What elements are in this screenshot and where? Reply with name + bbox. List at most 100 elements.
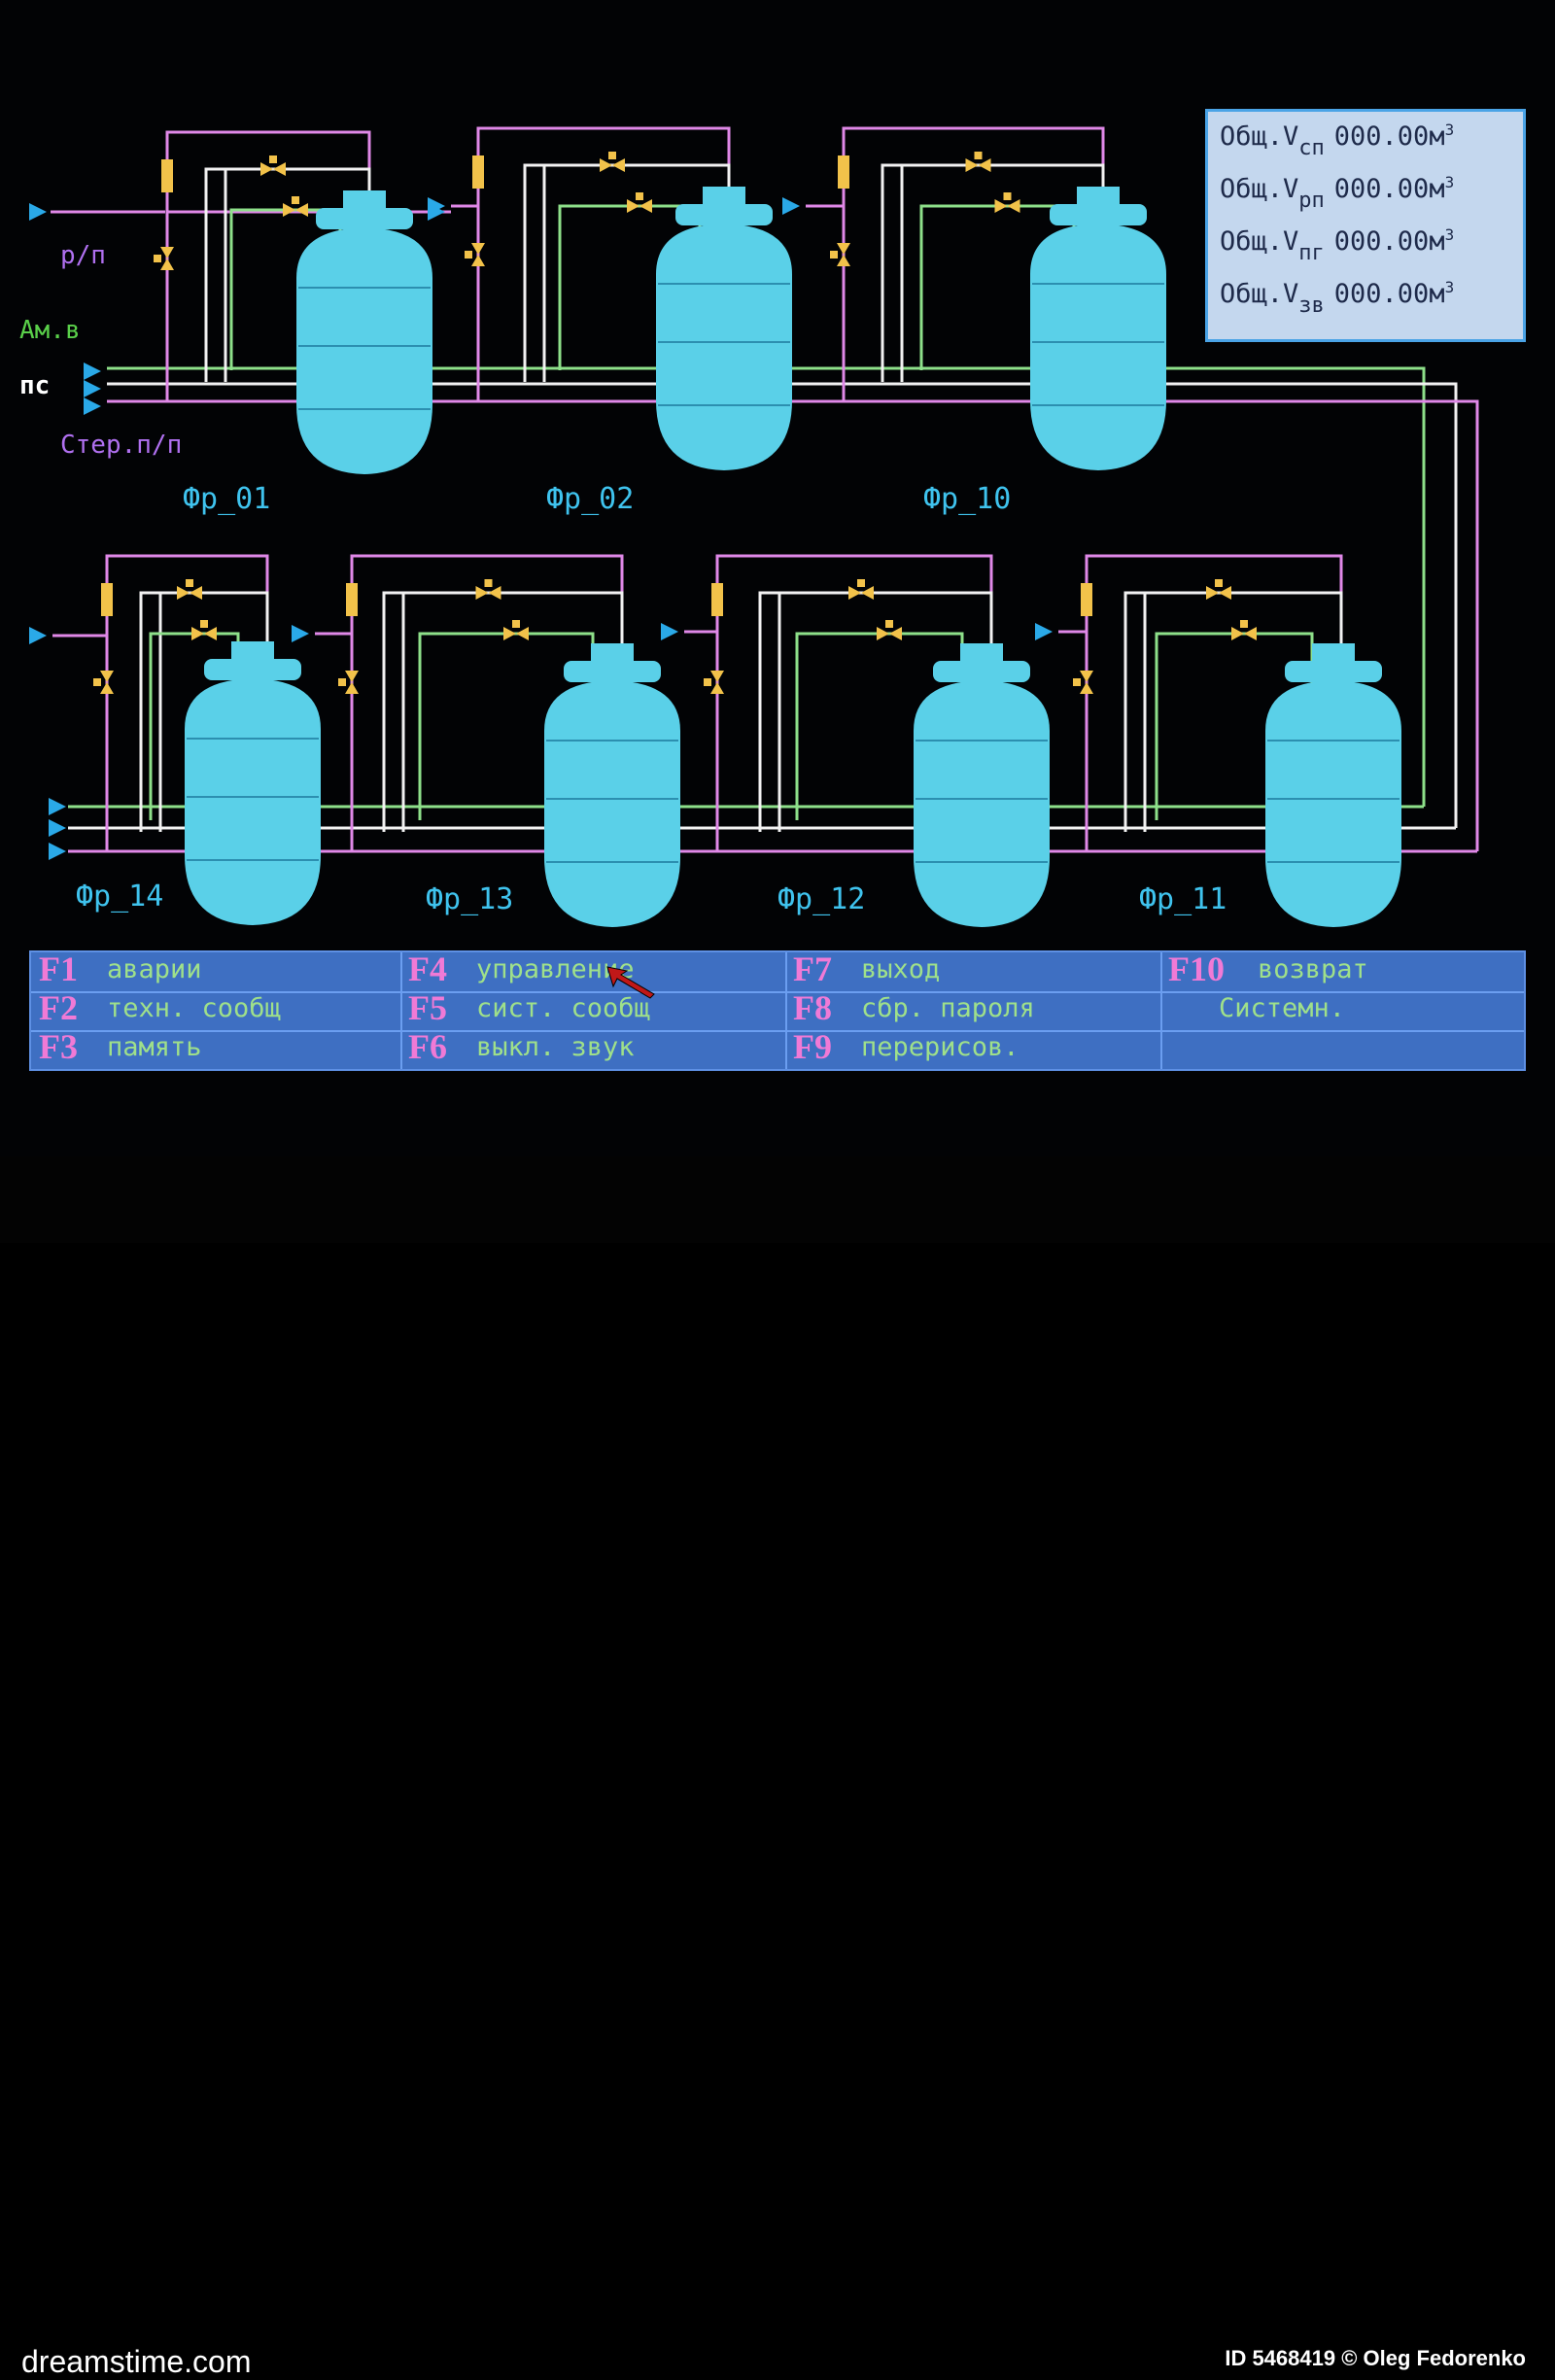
watermark-logo: dreamstime.com [21,2344,252,2379]
flowmeter-icon [346,583,358,616]
fkey-label: выкл. звук [476,1032,635,1062]
summary-sub: пг [1298,241,1325,265]
pipe-white [1123,591,1343,832]
fermenter-label[interactable]: Фр_13 [426,882,514,916]
flowmeter-icon [161,159,173,192]
fkey-control[interactable]: F4 управление [404,949,783,989]
inlet-arrow-icon [428,197,445,215]
fkey-alarms[interactable]: F1 аварии [35,949,398,989]
inlet-arrow-icon [84,362,101,380]
valve-actuator [292,196,299,204]
fkey-redraw[interactable]: F9 перерисов. [789,1027,1158,1067]
summary-name: Общ.V [1220,226,1299,257]
fkey-system[interactable]: Системн. [1164,991,1522,1028]
flowmeter-icon [101,583,113,616]
fermenter-label[interactable]: Фр_14 [76,880,164,914]
valve-icon [191,627,217,640]
pipe-white [139,591,269,832]
valve-actuator [704,678,711,686]
mouse-cursor-icon [606,966,655,999]
flowmeter-icon [1081,583,1092,616]
valve-actuator [1003,192,1012,200]
divider [1160,952,1162,1069]
summary-value: 000.00м [1333,174,1445,204]
summary-unit-exp: 3 [1444,278,1455,296]
inlet-arrow-icon [292,625,309,642]
valve-actuator [465,251,472,259]
fkey-label: аварии [107,954,202,984]
fkey-reset-password[interactable]: F8 сбр. пароля [789,988,1158,1028]
valve-actuator [93,678,101,686]
summary-unit-exp: 3 [1444,225,1455,244]
valve-icon [177,586,202,600]
valve-icon [283,203,308,217]
fkey-label: сист. сообщ [476,993,650,1023]
fkey-tech-messages[interactable]: F2 техн. сообщ [35,988,398,1028]
tank-neck [703,187,745,204]
valve-actuator [1215,579,1223,587]
valve-icon [965,158,991,172]
fkey-code: F6 [408,1027,447,1066]
divider [31,991,1524,993]
valve-actuator [269,155,277,163]
fkey-sound-off[interactable]: F6 выкл. звук [404,1027,783,1067]
summary-value: 000.00м [1333,279,1445,309]
valve-actuator [885,620,893,628]
inlet-arrow-icon [49,843,66,860]
scada-screen: р/п Ам.в пс Стер.п/п Фр_01 Фр_02 Фр_10 Ф… [0,0,1555,1156]
fkey-code: F8 [793,988,832,1027]
divider [31,1030,1524,1032]
valve-actuator [484,579,493,587]
fkey-code: F3 [39,1027,78,1066]
valve-actuator [636,192,643,200]
fermenter-label[interactable]: Фр_11 [1139,882,1227,916]
valve-icon [503,627,529,640]
summary-name: Общ.V [1220,121,1299,152]
summary-sub: сп [1298,136,1325,160]
valve-icon [1206,586,1231,600]
valve-actuator [830,251,838,259]
valve-icon [345,671,359,694]
fermenter-label[interactable]: Фр_10 [923,482,1012,516]
fermenter-tank [1030,224,1166,470]
fkey-system-messages[interactable]: F5 сист. сообщ [404,988,783,1028]
fkey-memory[interactable]: F3 память [35,1027,398,1067]
inlet-arrow-icon [29,627,47,644]
fkey-return[interactable]: F10 возврат [1164,949,1522,989]
fermenter-label[interactable]: Фр_12 [778,882,866,916]
valve-actuator [974,152,983,159]
tank-neck [1077,187,1120,204]
function-key-panel: F1 аварии F2 техн. сообщ F3 память F4 уп… [29,949,1526,1071]
fermenter-label[interactable]: Фр_01 [183,482,271,516]
tank-neck [960,643,1003,661]
valve-icon [475,586,501,600]
tank-dome [675,204,773,225]
fkey-label: возврат [1258,954,1368,984]
valve-icon [627,199,652,213]
valve-actuator [200,620,208,628]
fermenter-tank [656,224,792,470]
process-schematic [29,126,1479,927]
tank-dome [204,659,301,680]
fermenter-label[interactable]: Фр_02 [546,482,635,516]
flowmeter-icon [472,155,484,189]
valve-actuator [1240,620,1248,628]
tank-neck [591,643,634,661]
fkey-label: Системн. [1219,993,1346,1023]
divider [400,952,402,1069]
valve-icon [600,158,625,172]
pipe-white [758,591,993,832]
valve-actuator [608,152,616,159]
fkey-exit[interactable]: F7 выход [789,949,1158,989]
pipe-white [382,591,624,832]
tank-dome [933,661,1030,682]
fkey-label: память [107,1032,202,1062]
valve-icon [471,243,485,266]
valve-actuator [154,255,161,262]
valve-actuator [186,579,193,587]
summary-unit-exp: 3 [1444,121,1455,139]
valve-icon [1080,671,1093,694]
label-ster: Стер.п/п [60,431,183,460]
